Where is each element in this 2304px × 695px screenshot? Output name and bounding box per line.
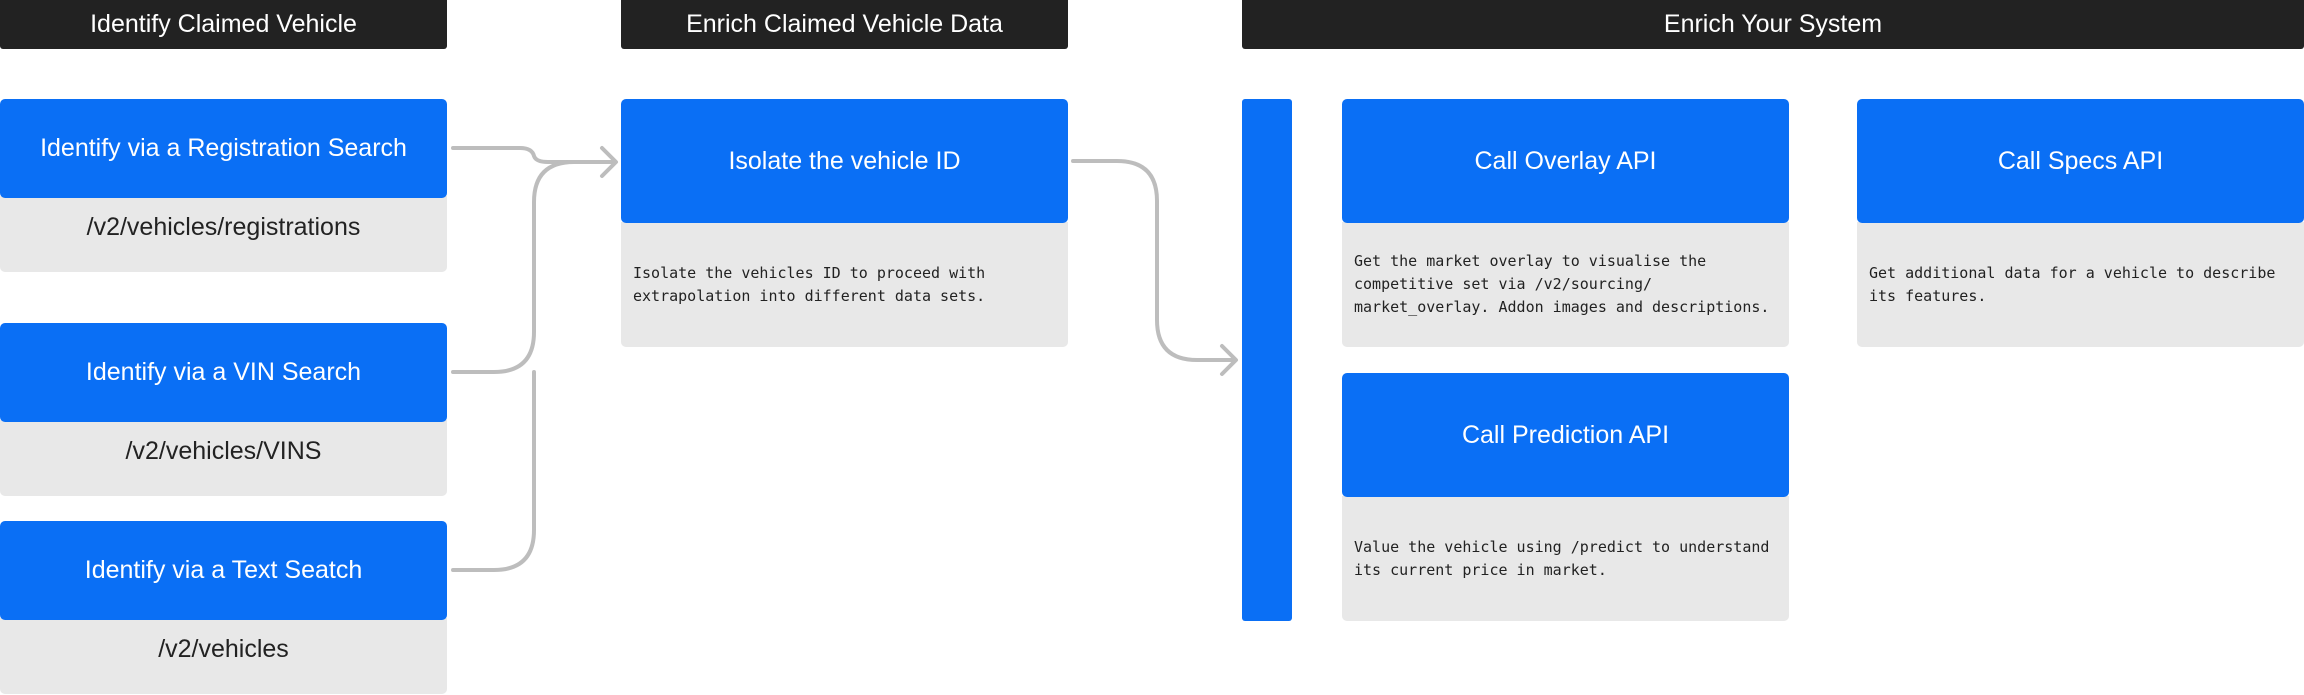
endpoint-panel-vin: /v2/vehicles/VINS — [0, 420, 447, 496]
prediction-description-panel: Value the vehicle using /predict to unde… — [1342, 496, 1789, 621]
call-specs-api-label: Call Specs API — [1997, 146, 2164, 175]
call-prediction-api-node[interactable]: Call Prediction API — [1342, 373, 1789, 497]
arrowhead-isolate — [600, 146, 618, 178]
connector-isolate-to-system — [1071, 159, 1237, 362]
call-specs-api-node[interactable]: Call Specs API — [1857, 99, 2304, 223]
identify-registration-node[interactable]: Identify via a Registration Search — [0, 99, 447, 198]
isolate-description: Isolate the vehicles ID to proceed with … — [633, 263, 986, 305]
header-enrich-your-system: Enrich Your System — [1242, 0, 2304, 49]
connector-vin-to-isolate — [451, 160, 576, 374]
call-prediction-api-label: Call Prediction API — [1461, 420, 1670, 449]
connector-registration-to-isolate — [451, 146, 616, 164]
identify-text-node[interactable]: Identify via a Text Seatch — [0, 521, 447, 620]
call-overlay-api-node[interactable]: Call Overlay API — [1342, 99, 1789, 223]
header-enrich-claimed-vehicle-data: Enrich Claimed Vehicle Data — [621, 0, 1068, 49]
endpoint-registration: /v2/vehicles/registrations — [86, 212, 361, 241]
overlay-description-panel: Get the market overlay to visualise the … — [1342, 222, 1789, 347]
identify-vin-label: Identify via a VIN Search — [85, 358, 362, 386]
prediction-description: Value the vehicle using /predict to unde… — [1354, 537, 1770, 579]
identify-text-label: Identify via a Text Seatch — [84, 556, 363, 584]
call-overlay-api-label: Call Overlay API — [1474, 146, 1657, 175]
header-identify-claimed-vehicle: Identify Claimed Vehicle — [0, 0, 447, 49]
isolate-vehicle-id-label: Isolate the vehicle ID — [728, 146, 961, 175]
isolate-vehicle-id-node[interactable]: Isolate the vehicle ID — [621, 99, 1068, 223]
endpoint-panel-registration: /v2/vehicles/registrations — [0, 196, 447, 272]
system-entry-bar — [1242, 99, 1292, 621]
specs-description-panel: Get additional data for a vehicle to des… — [1857, 222, 2304, 347]
identify-vin-node[interactable]: Identify via a VIN Search — [0, 323, 447, 422]
endpoint-panel-text: /v2/vehicles — [0, 618, 447, 694]
arrowhead-system — [1220, 344, 1238, 376]
overlay-description: Get the market overlay to visualise the … — [1354, 252, 1770, 316]
isolate-description-panel: Isolate the vehicles ID to proceed with … — [621, 222, 1068, 347]
connector-text-to-isolate — [451, 370, 536, 572]
identify-registration-label: Identify via a Registration Search — [40, 134, 407, 162]
specs-description: Get additional data for a vehicle to des… — [1869, 263, 2276, 305]
endpoint-vin: /v2/vehicles/VINS — [125, 436, 322, 465]
endpoint-text: /v2/vehicles — [158, 634, 289, 663]
